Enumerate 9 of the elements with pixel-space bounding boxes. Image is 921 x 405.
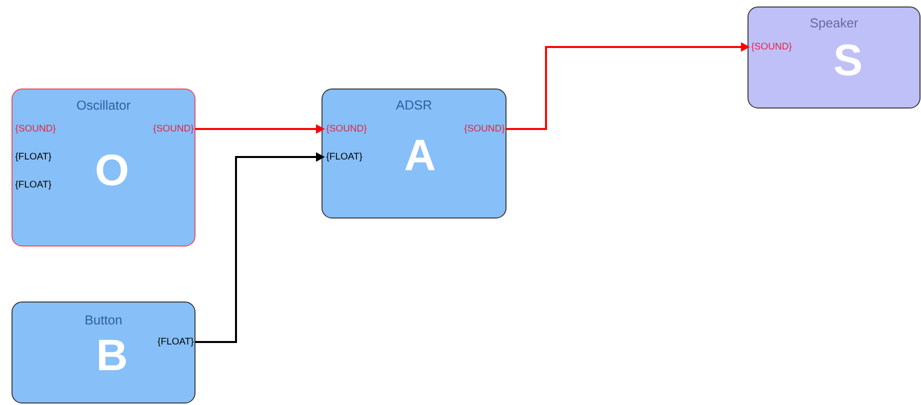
port-label: {SOUND}	[464, 124, 505, 134]
port-label: {SOUND}	[15, 124, 56, 134]
port-label: {FLOAT}	[15, 180, 52, 190]
port-label: {SOUND}	[326, 124, 367, 134]
port-label: {FLOAT}	[15, 152, 52, 162]
port-label: {SOUND}	[751, 42, 792, 52]
port-label: {FLOAT}	[326, 152, 362, 162]
port-label: {FLOAT}	[158, 338, 194, 346]
port-label: {SOUND}	[153, 124, 194, 134]
